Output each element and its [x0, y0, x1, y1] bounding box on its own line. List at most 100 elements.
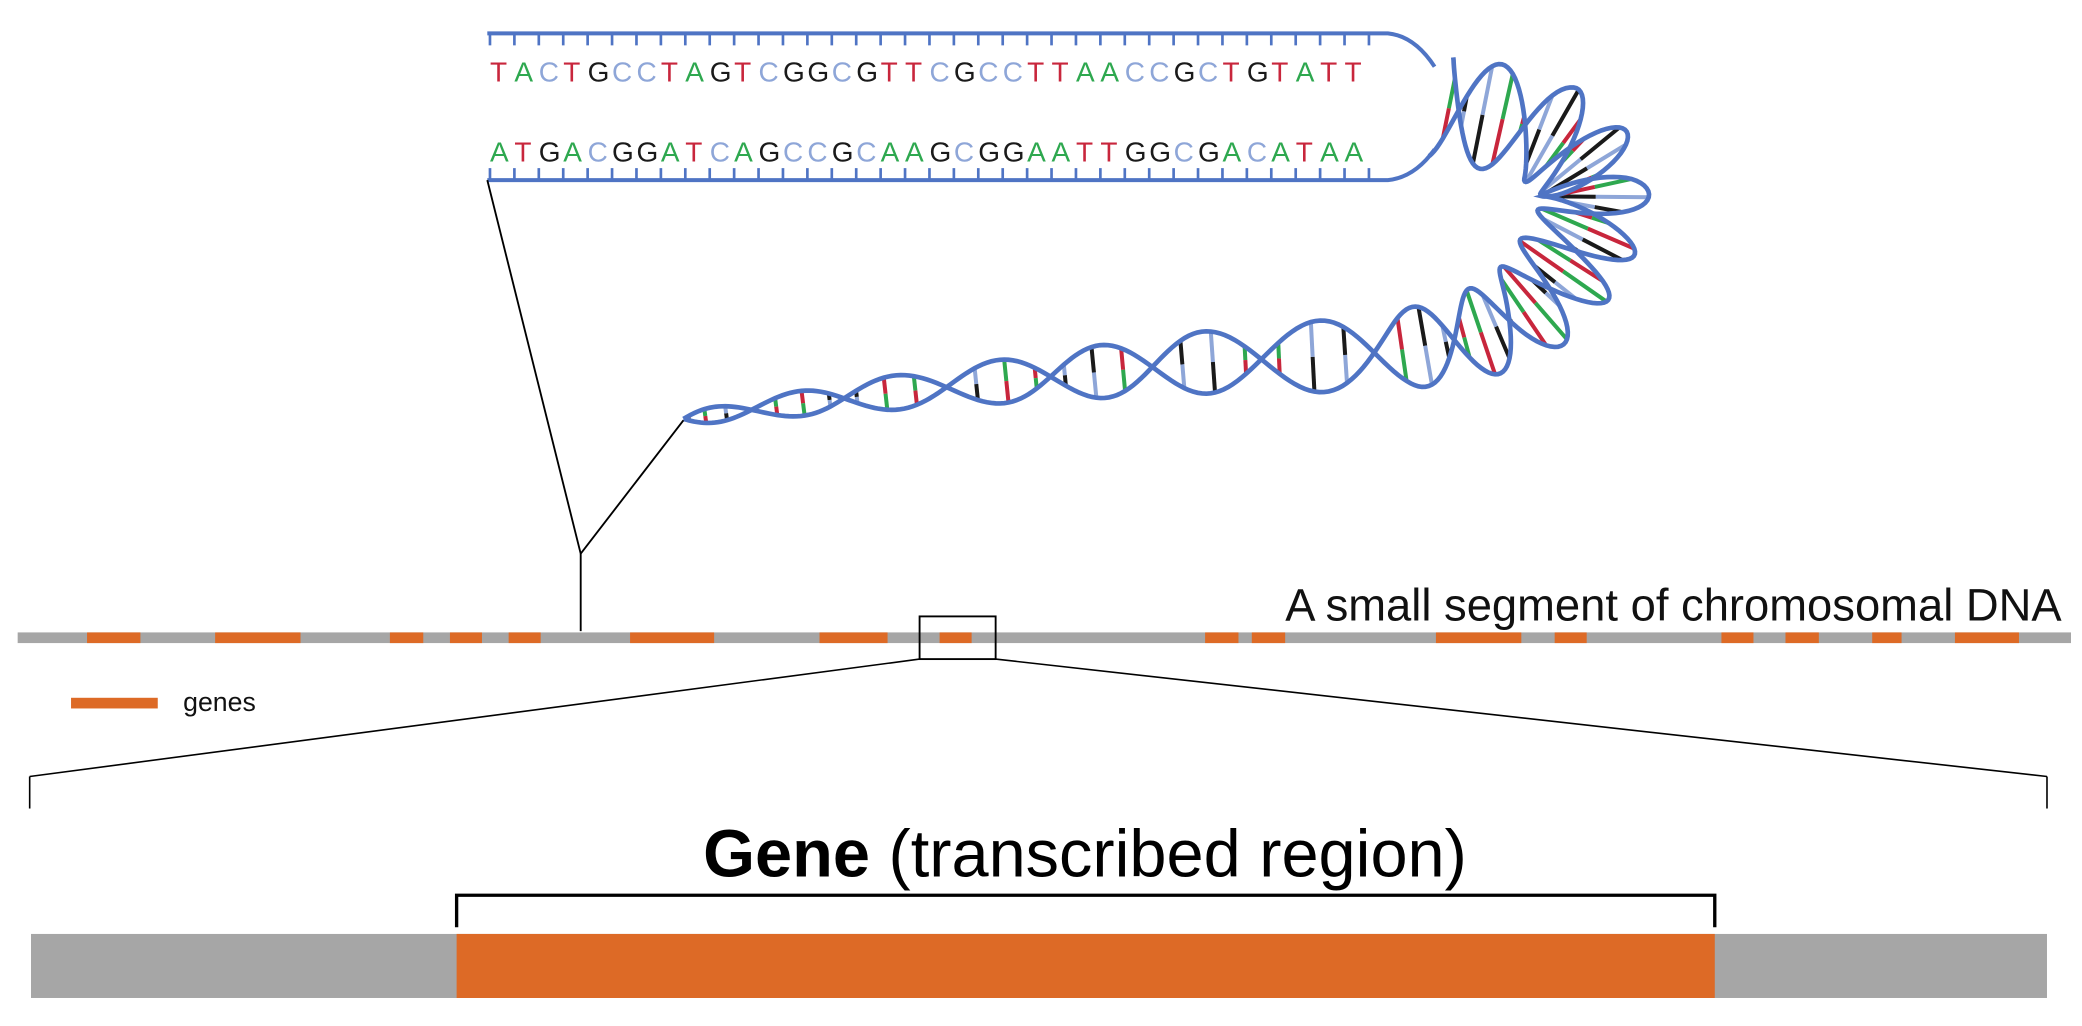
- gene-segment: [1205, 632, 1239, 644]
- base-T: T: [734, 56, 753, 87]
- base-pair-rung: [1581, 237, 1624, 262]
- gene-title: Gene (transcribed region): [703, 818, 1467, 892]
- dna-double-helix: [682, 57, 1652, 426]
- base-pair-rung: [1119, 348, 1126, 370]
- gene-segment: [1721, 632, 1754, 644]
- top-backbone: [487, 31, 1437, 68]
- gene-segment: [1435, 632, 1522, 644]
- base-pair-rung: [1343, 354, 1349, 384]
- base-pair-rung: [1470, 114, 1485, 164]
- base-pair-rung: [1091, 372, 1099, 398]
- base-pair-rung: [1518, 239, 1565, 273]
- base-G: G: [954, 56, 977, 87]
- base-G: G: [807, 56, 830, 87]
- zoom-line-right: [995, 658, 2048, 778]
- gene-segment: [1872, 632, 1902, 644]
- base-pair-rung: [1002, 359, 1009, 382]
- zoom-connector-top: [486, 179, 685, 556]
- base-C: C: [1174, 136, 1196, 167]
- base-C: C: [636, 56, 658, 87]
- gene-segment: [87, 632, 141, 644]
- base-A: A: [1345, 136, 1365, 167]
- base-C: C: [807, 136, 829, 167]
- base-G: G: [1174, 56, 1197, 87]
- base-T: T: [1222, 56, 1241, 87]
- base-pair-rung: [1400, 349, 1409, 382]
- base-G: G: [1125, 136, 1148, 167]
- gene-segments: [87, 632, 2019, 644]
- base-T: T: [563, 56, 582, 87]
- base-pair-rung: [1533, 301, 1569, 341]
- base-T: T: [1296, 136, 1315, 167]
- gene-bracket: [454, 893, 1717, 928]
- base-T: T: [1052, 56, 1071, 87]
- base-C: C: [1003, 56, 1025, 87]
- base-pair-rung: [974, 383, 980, 401]
- base-pair-rung: [1121, 369, 1128, 392]
- chromosome-title: A small segment of chromosomal DNA: [1285, 579, 2062, 630]
- base-pair-rung: [1494, 325, 1512, 360]
- gene-segment: [389, 632, 424, 644]
- base-G: G: [856, 56, 879, 87]
- base-A: A: [1271, 136, 1291, 167]
- base-pair-rung: [1478, 331, 1497, 375]
- base-T: T: [1027, 56, 1046, 87]
- gene-region-bar: [456, 933, 1715, 998]
- base-A: A: [1296, 56, 1316, 87]
- base-T: T: [514, 136, 533, 167]
- base-pair-rung: [1416, 306, 1428, 347]
- base-C: C: [759, 56, 781, 87]
- base-pair-rung: [1521, 310, 1548, 347]
- gene-title-rest: (transcribed region): [870, 818, 1467, 892]
- gene-segment: [1954, 632, 2019, 644]
- base-G: G: [759, 136, 782, 167]
- base-pair-rung: [1490, 118, 1505, 165]
- base-pair-rung: [1310, 356, 1317, 392]
- base-G: G: [929, 136, 952, 167]
- base-T: T: [1076, 136, 1095, 167]
- base-A: A: [734, 136, 754, 167]
- base-C: C: [1149, 56, 1171, 87]
- helix-strand-1: [682, 57, 1652, 426]
- base-T: T: [1345, 56, 1364, 87]
- base-G: G: [1198, 136, 1221, 167]
- gene-segment: [939, 632, 972, 644]
- base-pair-rung: [1579, 125, 1621, 161]
- base-T: T: [1320, 56, 1339, 87]
- gene-segment: [1785, 632, 1819, 644]
- base-T: T: [685, 136, 704, 167]
- base-pair-rung: [1210, 361, 1218, 393]
- chromosome-bar: [17, 632, 2072, 644]
- gene-title-bold: Gene: [703, 818, 870, 892]
- base-C: C: [710, 136, 732, 167]
- base-G: G: [539, 136, 562, 167]
- base-C: C: [588, 136, 610, 167]
- base-G: G: [636, 136, 659, 167]
- base-G: G: [1247, 56, 1270, 87]
- gene-segment: [630, 632, 715, 644]
- gene-segment: [215, 632, 301, 644]
- base-C: C: [856, 136, 878, 167]
- base-A: A: [1222, 136, 1242, 167]
- gene-segment: [819, 632, 888, 644]
- base-A: A: [661, 136, 681, 167]
- base-pair-rung: [881, 377, 888, 394]
- base-pair-rung: [1464, 289, 1483, 334]
- base-A: A: [1100, 56, 1120, 87]
- base-pair-rung: [1480, 65, 1495, 116]
- helix-strand-2: [682, 61, 1638, 421]
- zoom-box: [918, 615, 997, 661]
- base-pair-rung: [972, 368, 979, 385]
- base-pair-rung: [1502, 265, 1537, 305]
- base-A: A: [563, 136, 583, 167]
- base-pair-rung: [1540, 206, 1589, 231]
- base-pair-rung: [1341, 326, 1348, 356]
- base-pair-rung: [1499, 277, 1526, 314]
- base-G: G: [710, 56, 733, 87]
- base-A: A: [514, 56, 534, 87]
- base-T: T: [1100, 136, 1119, 167]
- base-G: G: [588, 56, 611, 87]
- base-pair-rung: [1395, 317, 1404, 350]
- base-C: C: [1125, 56, 1147, 87]
